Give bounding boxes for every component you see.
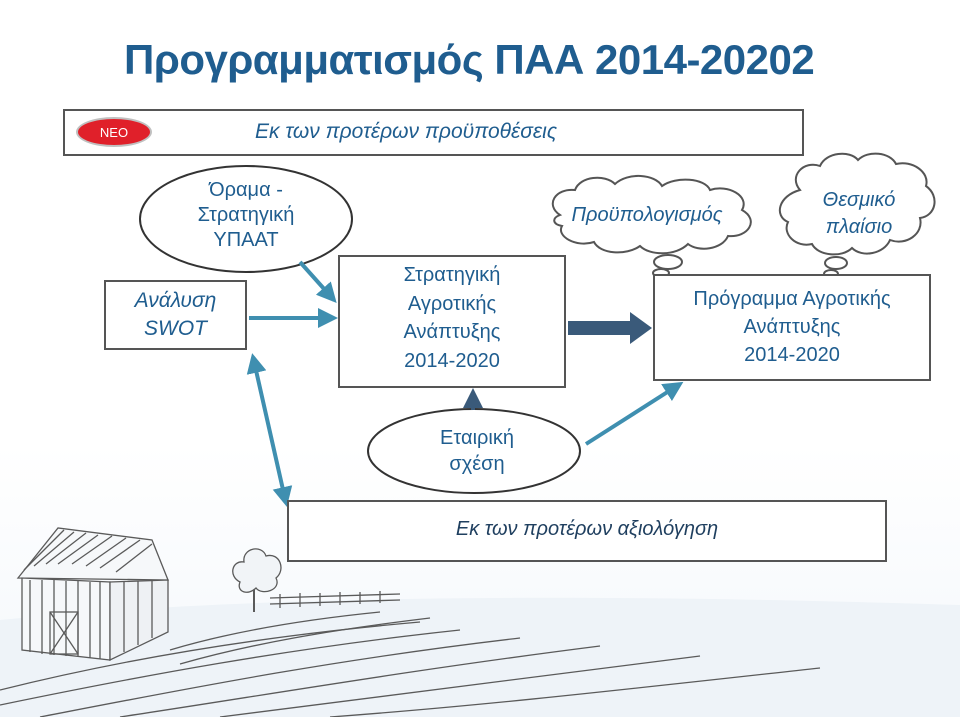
program-line2: Ανάπτυξης <box>743 316 841 338</box>
strategy-box <box>338 255 566 388</box>
swot-line1: Ανάλυση <box>134 289 217 312</box>
swot-evaluation-arrow <box>246 353 293 507</box>
strategy-line3: Ανάπτυξης <box>403 321 501 343</box>
swot-box <box>104 280 247 350</box>
program-line3: 2014-2020 <box>744 344 840 366</box>
swot-analysis-node: Ανάλυση SWOT <box>104 287 247 343</box>
vision-strategy-node: Όραμα - Στρατηγική ΥΠΑΑΤ <box>138 178 354 253</box>
farm-illustration <box>0 527 960 717</box>
budget-cloud <box>551 175 752 278</box>
vision-line1: Όραμα - <box>209 179 283 201</box>
page-title: Προγραμματισμός ΠΑΑ 2014-20202 <box>124 36 815 83</box>
ex-ante-evaluation-box <box>287 500 887 562</box>
preconditions-bar <box>63 109 804 156</box>
partnership-line1: Εταιρική <box>440 427 514 449</box>
rural-development-strategy-node: Στρατηγική Αγροτικής Ανάπτυξης 2014-2020 <box>338 261 566 375</box>
vision-line2: Στρατηγική <box>197 204 295 226</box>
vision-line3: ΥΠΑΑΤ <box>213 229 279 251</box>
vision-to-strategy-arrow <box>298 260 337 303</box>
institutional-framework-node: Θεσμικό πλαίσιο <box>784 187 934 241</box>
partnership-node: Εταιρική σχέση <box>372 425 582 477</box>
vision-ellipse <box>139 165 353 273</box>
institutional-line1: Θεσμικό <box>822 189 896 211</box>
strategy-line1: Στρατηγική <box>403 264 501 286</box>
program-box <box>653 274 931 381</box>
strategy-line2: Αγροτικής <box>407 292 497 315</box>
strategy-to-program-arrow <box>568 312 652 344</box>
strategy-line4: 2014-2020 <box>404 349 500 372</box>
new-badge: ΝΕΟ <box>76 117 152 147</box>
program-line1: Πρόγραμμα Αγροτικής <box>693 288 891 310</box>
ex-ante-evaluation-label: Εκ των προτέρων αξιολόγηση <box>455 518 719 540</box>
partnership-to-program-arrow <box>584 381 684 446</box>
partnership-line2: σχέση <box>449 453 505 475</box>
preconditions-label: Εκ των προτέρων προϋποθέσεις <box>255 120 558 143</box>
institutional-cloud <box>778 152 936 279</box>
budget-label: Προϋπολογισμός <box>571 204 723 226</box>
institutional-line2: πλαίσιο <box>825 216 893 238</box>
rural-development-program-node: Πρόγραμμα Αγροτικής Ανάπτυξης 2014-2020 <box>653 285 931 369</box>
swot-line2: SWOT <box>144 317 207 340</box>
